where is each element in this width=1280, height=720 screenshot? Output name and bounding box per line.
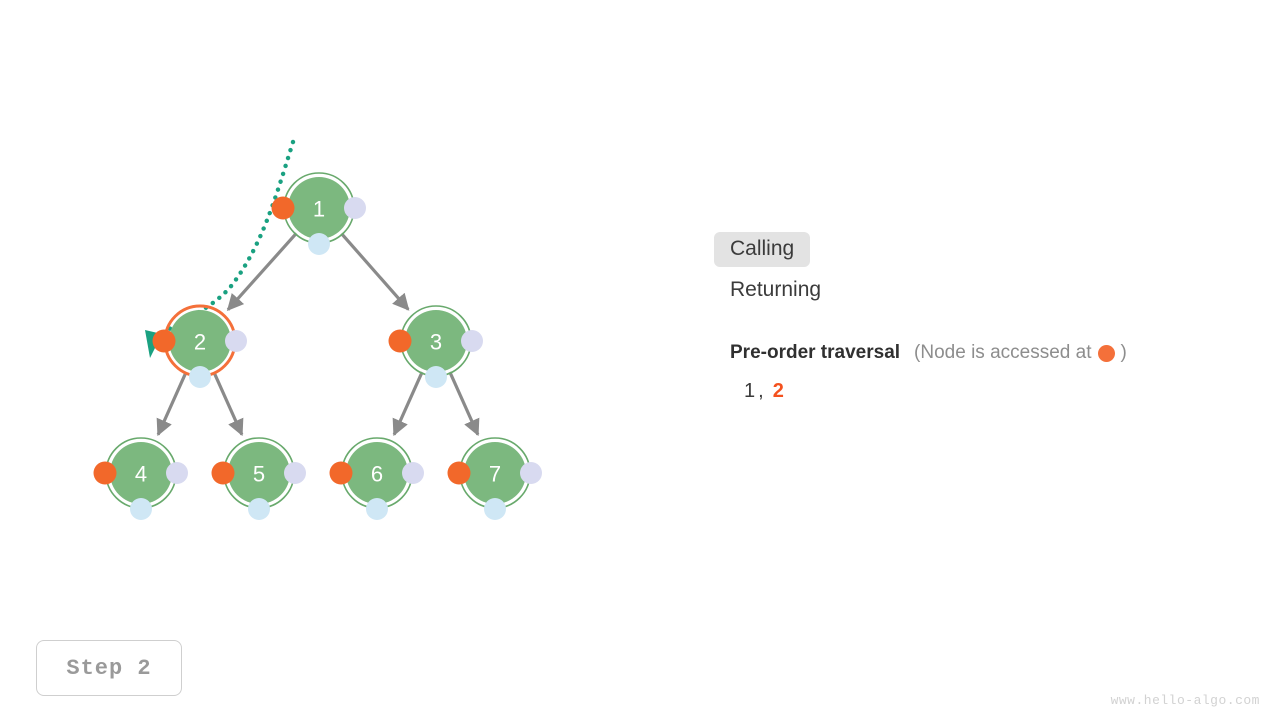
traversal-note-close: ) <box>1120 342 1127 363</box>
node-body <box>346 442 408 504</box>
traversal-title: Pre-order traversal <box>730 342 901 363</box>
node-access-dot-icon <box>271 196 295 220</box>
node-body <box>169 310 231 372</box>
node-right-port-dot <box>225 330 247 352</box>
tree-node-4[interactable]: 4 <box>93 437 189 520</box>
node-right-port-dot <box>284 462 306 484</box>
sequence-value: 1 <box>744 380 757 402</box>
traversal-legend: Pre-order traversal (Node is accessed at… <box>714 342 1254 364</box>
tree-node-2[interactable]: 2 <box>152 304 248 388</box>
tree-node-1[interactable]: 1 <box>271 172 367 255</box>
tree-node-6[interactable]: 6 <box>329 437 425 520</box>
tree-edges <box>156 232 480 437</box>
tree-edge <box>156 371 188 437</box>
tree-edge <box>340 232 410 311</box>
node-bottom-port-dot <box>366 498 388 520</box>
node-access-dot-icon <box>388 329 412 353</box>
tree-edge <box>392 371 424 437</box>
node-bottom-port-dot <box>484 498 506 520</box>
tree-node-5[interactable]: 5 <box>211 437 307 520</box>
node-bottom-port-dot <box>308 233 330 255</box>
node-body <box>405 310 467 372</box>
node-access-dot-icon <box>211 461 235 485</box>
node-right-port-dot <box>402 462 424 484</box>
info-panel: Calling Returning Pre-order traversal (N… <box>714 232 1254 403</box>
access-dot-icon <box>1098 344 1116 362</box>
tree-node-7[interactable]: 7 <box>447 437 543 520</box>
state-calling-badge[interactable]: Calling <box>714 232 811 267</box>
node-right-port-dot <box>344 197 366 219</box>
tree-edge <box>226 232 298 311</box>
node-body <box>288 177 350 239</box>
sequence-value: 2 <box>772 380 785 402</box>
node-access-dot-icon <box>329 461 353 485</box>
tree-edge <box>212 371 244 437</box>
traversal-sequence: 1,2 <box>714 380 1254 403</box>
tree-node-3[interactable]: 3 <box>388 305 484 388</box>
node-access-dot-icon <box>447 461 471 485</box>
node-access-dot-icon <box>93 461 117 485</box>
node-bottom-port-dot <box>189 366 211 388</box>
sequence-separator: , <box>758 380 765 402</box>
node-right-port-dot <box>520 462 542 484</box>
node-body <box>228 442 290 504</box>
traversal-note-open: (Node is accessed at <box>914 342 1092 363</box>
recursion-path-line <box>154 139 296 341</box>
node-right-port-dot <box>166 462 188 484</box>
watermark: www.hello-algo.com <box>1110 693 1260 708</box>
state-returning-label[interactable]: Returning <box>730 278 822 301</box>
node-right-port-dot <box>461 330 483 352</box>
tree-edge <box>448 371 480 437</box>
node-body <box>110 442 172 504</box>
node-bottom-port-dot <box>130 498 152 520</box>
node-body <box>464 442 526 504</box>
node-access-dot-icon <box>152 329 176 353</box>
node-bottom-port-dot <box>248 498 270 520</box>
step-badge: Step 2 <box>36 640 182 696</box>
node-bottom-port-dot <box>425 366 447 388</box>
